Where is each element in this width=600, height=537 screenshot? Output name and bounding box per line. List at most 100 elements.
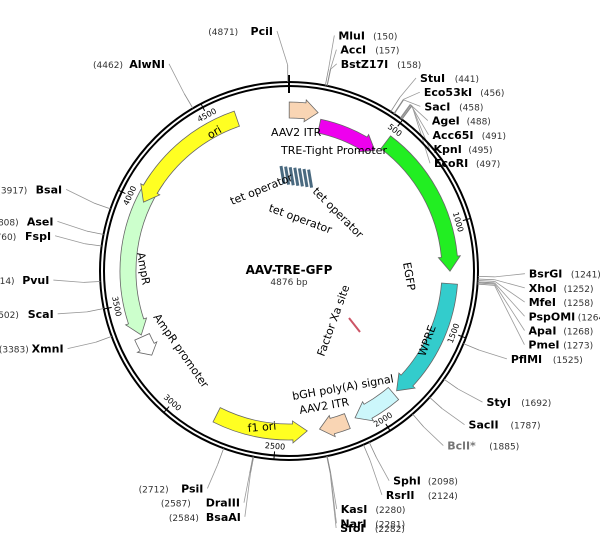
site-leader xyxy=(67,341,96,349)
site-position: (2587) xyxy=(161,500,191,510)
site-position: (495) xyxy=(468,146,492,156)
tet-operator-bar xyxy=(288,166,295,186)
feature-label-tre-tight-promoter: TRE-Tight Promoter xyxy=(280,144,387,157)
site-leader xyxy=(494,282,525,317)
site-leader xyxy=(57,220,88,232)
scale-tick xyxy=(462,217,471,222)
feature-tre-tight-promoter xyxy=(317,118,376,153)
site-position: (2280) xyxy=(376,506,406,516)
site-position: (157) xyxy=(375,47,399,57)
site-leader xyxy=(442,408,465,426)
site-name: BsaAI xyxy=(206,511,241,524)
site-leader xyxy=(369,460,383,496)
site-leader xyxy=(494,279,525,289)
site-leader xyxy=(494,273,525,278)
site-leader xyxy=(168,63,185,94)
feature-label-ampr-promoter: AmpR promoter xyxy=(151,311,212,390)
tet-operator-bar xyxy=(297,168,304,187)
feature-f1-ori xyxy=(212,407,308,444)
site-mark xyxy=(326,69,332,86)
site-position: (150) xyxy=(373,32,397,42)
scale-tick-label: 3000 xyxy=(162,393,183,413)
site-mark xyxy=(393,99,404,115)
site-name: XmnI xyxy=(32,343,64,356)
site-position: (2124) xyxy=(428,492,458,502)
site-name: AgeI xyxy=(432,115,460,128)
site-name: FspI xyxy=(25,230,51,243)
site-leader xyxy=(276,30,289,66)
site-position: (1692) xyxy=(521,399,551,409)
site-name: SacII xyxy=(469,419,499,432)
site-position: (2281) xyxy=(375,520,405,530)
site-mark xyxy=(401,105,412,120)
scale-tick xyxy=(103,306,112,310)
site-position: (2098) xyxy=(428,478,458,488)
site-name: RsrII xyxy=(386,489,415,502)
scale-tick xyxy=(458,334,466,339)
site-name: KasI xyxy=(341,503,368,516)
feature-aav2-itr-right xyxy=(318,413,351,438)
plasmid-name: AAV-TRE-GFP xyxy=(246,263,333,277)
site-position: (3502) xyxy=(0,311,19,321)
features xyxy=(119,98,462,444)
scale-tick-label: 2500 xyxy=(264,441,285,452)
site-marks xyxy=(83,65,495,474)
site-name: BsrGI xyxy=(529,268,562,281)
tet-operator-label-2: tet operator xyxy=(310,185,366,241)
scale-tick xyxy=(397,119,403,127)
site-mark xyxy=(412,413,424,428)
site-position: (1787) xyxy=(511,422,541,432)
site-position: (458) xyxy=(459,103,483,113)
site-mark xyxy=(477,283,495,286)
site-leader xyxy=(330,63,337,70)
site-position: (3917) xyxy=(0,186,27,196)
site-mark xyxy=(249,456,254,474)
tet-operator-label-1: tet operator xyxy=(228,171,295,208)
feature-egfp xyxy=(380,135,462,272)
site-mark xyxy=(390,97,401,112)
feature-bgh-polya xyxy=(354,386,400,422)
site-mark xyxy=(183,93,194,109)
site-position: (491) xyxy=(482,132,506,142)
tet-operator-bar xyxy=(284,166,291,185)
site-position: (1525) xyxy=(553,356,583,366)
site-name: PmeI xyxy=(528,339,559,352)
site-position: (1252) xyxy=(564,285,594,295)
site-name: EcoRI xyxy=(434,157,468,170)
site-leader xyxy=(207,464,219,489)
feature-aav2-itr-left xyxy=(288,98,319,123)
feature-wpre xyxy=(396,282,458,392)
site-leader xyxy=(494,283,525,331)
site-leader xyxy=(330,472,338,510)
feature-label-aav2-itr-left: AAV2 ITR xyxy=(271,126,322,139)
site-name: BstZ17I xyxy=(341,58,389,71)
site-leader xyxy=(403,91,420,100)
restriction-site-labels: MluI(150)AccI(157)BstZ17I(158)StuI(441)E… xyxy=(0,25,600,535)
site-leader xyxy=(244,473,251,517)
tet-operator-bars xyxy=(279,165,314,188)
site-name: AccI xyxy=(340,44,366,57)
site-mark xyxy=(324,68,329,86)
site-mark xyxy=(95,335,112,343)
site-leader xyxy=(57,311,88,315)
site-name: DraIII xyxy=(206,497,240,510)
site-position: (3614) xyxy=(0,277,15,287)
site-position: (1885) xyxy=(489,443,519,453)
site-mark xyxy=(393,99,404,114)
site-position: (2584) xyxy=(169,514,199,524)
plasmid-center-label: AAV-TRE-GFP 4876 bp xyxy=(246,263,333,288)
site-name: MluI xyxy=(338,29,365,42)
site-position: (1264) xyxy=(578,313,600,323)
site-name: PflMI xyxy=(511,353,542,366)
site-name: BsaI xyxy=(36,183,62,196)
tet-operator-bar xyxy=(302,168,309,188)
site-leader xyxy=(409,104,429,121)
feature-label-ori: ori xyxy=(205,123,224,141)
site-mark xyxy=(477,282,495,285)
site-position: (4462) xyxy=(93,61,123,71)
site-mark xyxy=(84,243,102,247)
site-leader xyxy=(494,285,525,345)
factor-xa-label: Factor Xa site xyxy=(315,283,353,358)
site-position: (4871) xyxy=(208,28,238,38)
